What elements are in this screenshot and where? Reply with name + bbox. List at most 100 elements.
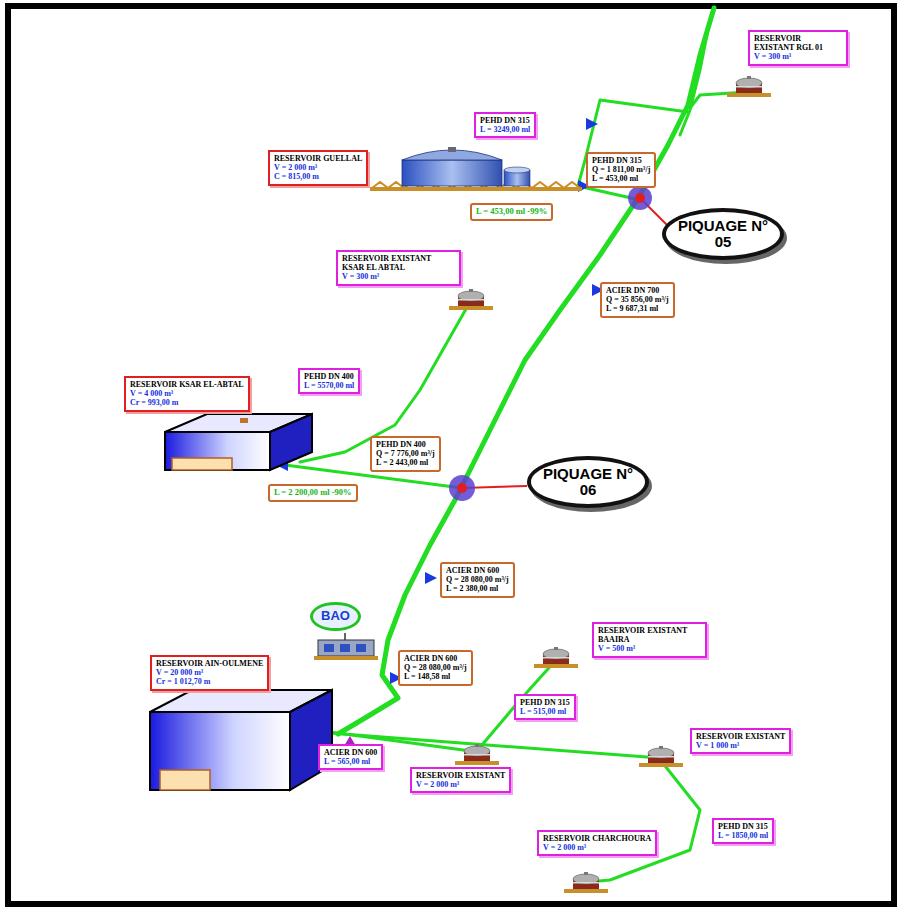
node-value: L = 515,00 ml: [520, 707, 570, 716]
node-value: Cr = 993,00 m: [130, 398, 244, 407]
reservoir-label: RESERVOIR GUELLALV = 2 000 m³C = 815,00 …: [268, 150, 368, 186]
node-value: L = 453,00 ml: [592, 174, 650, 183]
node-value: Q = 1 811,00 m³/j: [592, 165, 650, 174]
piquage-oval: PIQUAGE N° 05: [662, 208, 784, 260]
node-value: V = 500 m³: [598, 644, 701, 653]
drawing-part: [150, 712, 290, 790]
pipes: [285, 8, 748, 882]
drawing-part: [588, 762, 700, 882]
reservoir-label: RESERVOIR EXISTANT KSAR EL ABTALV = 300 …: [336, 250, 461, 286]
drawing-part: [534, 647, 578, 668]
pipe-label: PEHD DN 315L = 1850,00 ml: [712, 818, 774, 844]
node-title: RESERVOIR EXISTANT: [416, 771, 505, 780]
node-title: PEHD DN 315: [718, 822, 768, 831]
node-title: RESERVOIR EXISTANT BAAIRA: [598, 626, 701, 644]
node-title: BAO: [321, 609, 350, 624]
drawing-part: [639, 746, 683, 767]
node-value: L = 9 687,31 ml: [606, 304, 669, 313]
drawing-part: [448, 147, 456, 152]
node-value: L = 1850,00 ml: [718, 831, 768, 840]
reservoir-label: RESERVOIR EXISTANTV = 2 000 m³: [410, 767, 511, 793]
pipe-label: ACIER DN 600Q = 28 080,00 m³/jL = 2 380,…: [440, 562, 515, 598]
pipe-label: PEHD DN 315L = 515,00 ml: [514, 694, 576, 720]
reservoir-label: RESERVOIR CHARCHOURAV = 2 000 m³: [537, 830, 657, 856]
drawing-part: [635, 193, 645, 203]
node-title: L = 2 200,00 ml -90%: [274, 488, 352, 498]
pipe-label: PEHD DN 315L = 3249,00 ml: [474, 112, 536, 138]
ksar-tank: [165, 414, 312, 470]
ain-oulmene-tank: [150, 690, 332, 790]
drawing-part: [324, 644, 334, 652]
node-value: L = 2 443,00 ml: [376, 458, 435, 467]
drawing-part: [449, 475, 475, 501]
pipe-label: PEHD DN 400L = 5570,00 ml: [298, 368, 360, 394]
node-value: L = 3249,00 ml: [480, 125, 530, 134]
guellal-tank: [370, 147, 582, 191]
drawing-part: [457, 483, 467, 493]
node-title: PEHD DN 400: [376, 440, 435, 449]
node-value: V = 300 m³: [754, 52, 842, 61]
bao-equipment: [314, 633, 378, 660]
node-value: C = 815,00 m: [274, 172, 362, 181]
node-value: Cr = 1 012,70 m: [156, 677, 263, 686]
node-title: PEHD DN 315: [592, 156, 650, 165]
node-title: ACIER DN 600: [404, 654, 467, 663]
drawing-part: [425, 572, 437, 584]
drawing-part: [314, 656, 378, 660]
node-value: L = 565,00 ml: [324, 757, 377, 766]
drawing-part: [318, 640, 374, 656]
node-value: L = 5570,00 ml: [304, 381, 354, 390]
node-value: V = 1 000 m³: [696, 741, 785, 750]
node-value: L = 2 380,00 ml: [446, 584, 509, 593]
drawing-part: [586, 118, 598, 130]
drawing-part: [344, 633, 346, 640]
drawing-part: [356, 644, 366, 652]
node-value: V = 4 000 m³: [130, 389, 244, 398]
node-value: L = 148,58 ml: [404, 672, 467, 681]
node-title: ACIER DN 700: [606, 286, 669, 295]
node-value: Q = 7 776,00 m³/j: [376, 449, 435, 458]
drawing-part: [165, 432, 270, 470]
node-value: V = 300 m³: [342, 272, 455, 281]
pipe-label: ACIER DN 700Q = 35 856,00 m³/jL = 9 687,…: [600, 282, 675, 318]
node-title: RESERVOIR EXISTANT RGL 01: [754, 34, 842, 52]
drawing-part: [290, 690, 332, 790]
drawing-part: [270, 414, 312, 470]
pipe-label: PEHD DN 400Q = 7 776,00 m³/jL = 2 443,00…: [370, 436, 441, 472]
drawing-part: [370, 187, 582, 191]
reservoir-label: RESERVOIR EXISTANTV = 1 000 m³: [690, 728, 791, 754]
reservoir-label: RESERVOIR AIN-OULMENEV = 20 000 m³Cr = 1…: [150, 655, 269, 691]
node-title: RESERVOIR CHARCHOURA: [543, 834, 651, 843]
drawing-part: [340, 644, 350, 652]
pipe-label: PEHD DN 315Q = 1 811,00 m³/jL = 453,00 m…: [586, 152, 656, 188]
node-value: V = 20 000 m³: [156, 668, 263, 677]
node-value: V = 2 000 m³: [416, 780, 505, 789]
drawing-part: [172, 458, 232, 470]
frame: [8, 6, 894, 904]
pipe-label: ACIER DN 600Q = 28 080,00 m³/jL = 148,58…: [398, 650, 473, 686]
node-value: V = 2 000 m³: [543, 843, 651, 852]
drawing-part: [564, 872, 608, 893]
bao-circle: BAO: [310, 602, 361, 631]
drawing-part: [402, 160, 502, 186]
node-value: V = 2 000 m³: [274, 163, 362, 172]
reservoir-label: RESERVOIR EXISTANT RGL 01V = 300 m³: [748, 30, 848, 66]
node-title: RESERVOIR EXISTANT KSAR EL ABTAL: [342, 254, 455, 272]
drawing-part: [338, 8, 714, 734]
reservoir-label: RESERVOIR KSAR EL-ABTALV = 4 000 m³Cr = …: [124, 376, 250, 412]
piquage-points: [449, 186, 668, 501]
drawing-part: [240, 418, 248, 423]
reservoir-label: RESERVOIR EXISTANT BAAIRAV = 500 m³: [592, 622, 707, 658]
node-title: PEHD DN 400: [304, 372, 354, 381]
pipe-label: ACIER DN 600L = 565,00 ml: [318, 744, 383, 770]
drawing-part: [160, 770, 210, 790]
node-title: PIQUAGE N° 06: [541, 466, 635, 498]
piquage-oval: PIQUAGE N° 06: [527, 456, 649, 508]
node-value: Q = 35 856,00 m³/j: [606, 295, 669, 304]
drawing-part: [504, 167, 530, 173]
node-title: ACIER DN 600: [324, 748, 377, 757]
node-title: RESERVOIR EXISTANT: [696, 732, 785, 741]
node-title: ACIER DN 600: [446, 566, 509, 575]
node-title: PEHD DN 315: [480, 116, 530, 125]
